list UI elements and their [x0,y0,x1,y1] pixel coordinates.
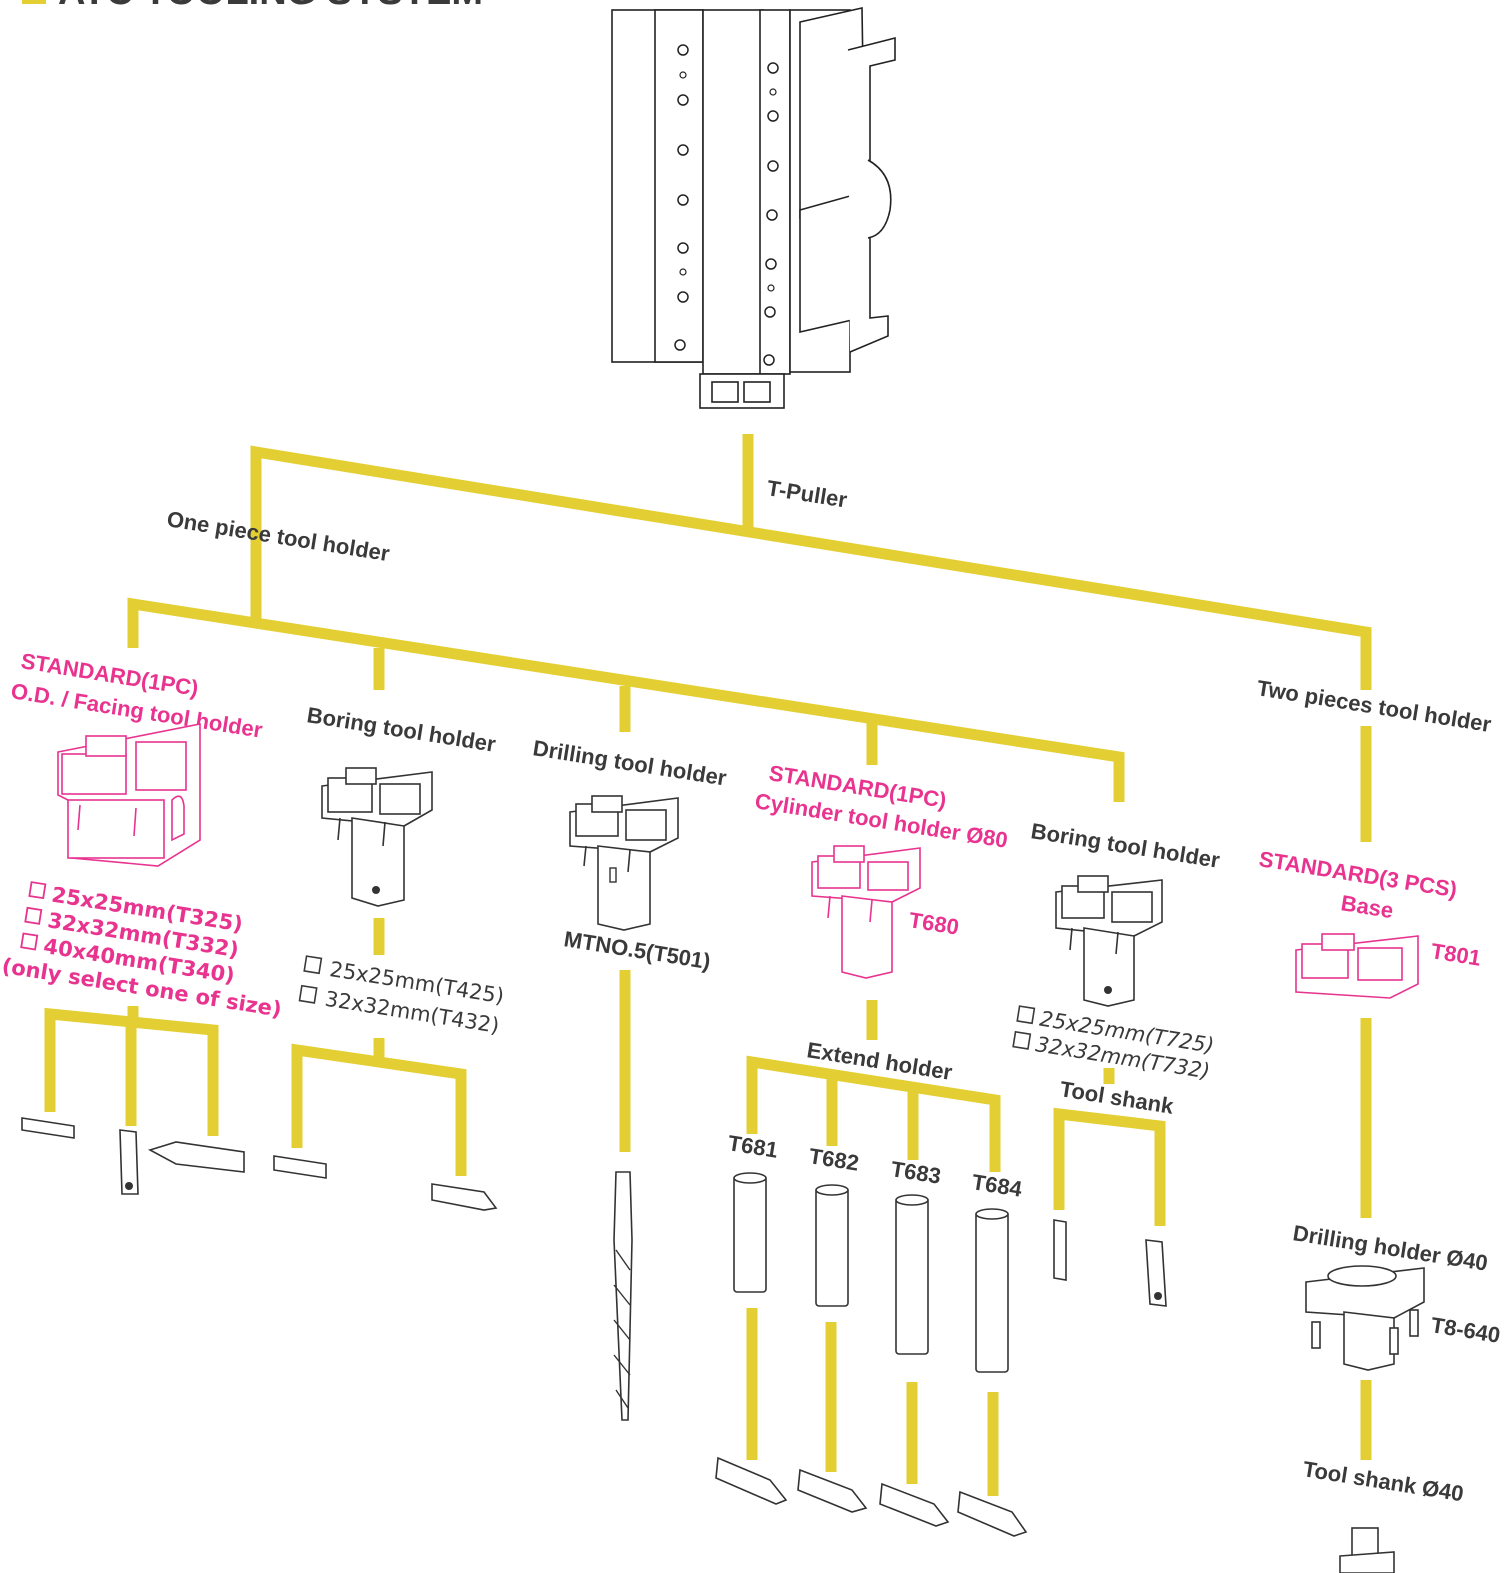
od-size-checkbox [28,881,47,900]
two-piece-holder-label: Two pieces tool holder [1255,675,1493,737]
od-size-list: 25x25mm(T325) 32x32mm(T332) 40x40mm(T340… [0,881,283,1022]
drilling-holder-illustration [569,795,679,931]
title-marker [22,0,46,4]
od-size-checkbox [20,932,39,951]
boring1-cutting-tools [273,1155,498,1211]
od-cutting-tools [21,1117,245,1195]
tool-shank-40-label: Tool shank Ø40 [1301,1456,1465,1506]
t-puller-label: T-Puller [765,475,849,512]
base-code: T801 [1429,938,1482,971]
base-label: Base [1339,890,1395,923]
drilling-spec-label: MTNO.5(T501) [562,926,712,974]
boring1-size-checkbox [298,984,318,1004]
connector-lines [44,434,1372,1496]
boring-holder-2-label: Boring tool holder [1029,818,1222,873]
extend-code-1: T681 [726,1130,779,1163]
drilling-holder-code: T8-640 [1429,1312,1502,1348]
boring1-size-checkbox [303,955,323,975]
extend-code-2: T682 [807,1143,860,1176]
boring2-size-checkbox [1016,1005,1036,1025]
extend-code-3: T683 [889,1156,942,1189]
drilling-holder-40-illustration [1305,1265,1425,1371]
drilling-holder-40-label: Drilling holder Ø40 [1291,1220,1489,1275]
drilling-holder-label: Drilling tool holder [531,735,728,790]
extend-code-4: T684 [970,1169,1024,1202]
boring2-cutting-tools [1053,1219,1167,1307]
tool-shank-40-illustration [1339,1527,1395,1573]
page-title: ATC TOOLING SYSTEM [58,0,483,13]
extend-cutting-tools [715,1456,1028,1537]
cylinder-code: T680 [907,907,960,940]
turret-machine-illustration [611,7,896,409]
drill-bit-illustration [613,1171,633,1421]
boring-holder-1-illustration [321,767,433,907]
od-size-checkbox [24,906,43,925]
boring-holder-1-label: Boring tool holder [305,702,498,757]
boring2-size-checkbox [1012,1030,1032,1050]
extend-holder-bars [733,1172,1009,1373]
boring1-size-list: 25x25mm(T425) 32x32mm(T432) [298,955,506,1038]
one-piece-holder-label: One piece tool holder [165,506,391,566]
base-illustration [1295,933,1419,999]
od-facing-holder-illustration [57,723,201,867]
boring-holder-2-illustration [1055,875,1163,1007]
cylinder-holder-illustration [811,845,921,979]
